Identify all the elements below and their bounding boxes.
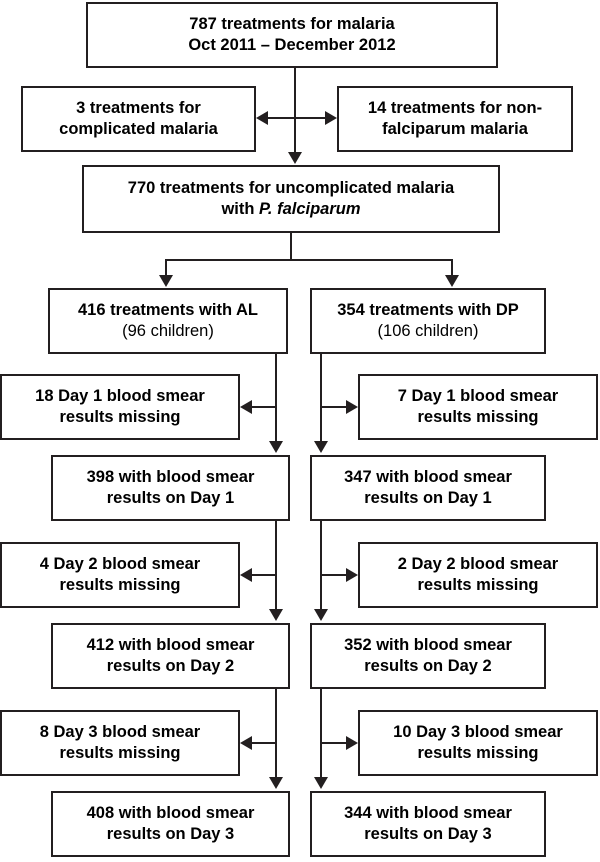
node-al-day2-results: 412 with blood smear results on Day 2 xyxy=(51,623,290,689)
node-dp-day1-results-line2: results on Day 1 xyxy=(364,489,492,507)
connector-al-day1-missing xyxy=(252,406,276,408)
arrow-dp-day3-missing xyxy=(346,736,358,750)
arrow-al-to-day1-results xyxy=(269,441,283,453)
connector-dp-day2-to-day3 xyxy=(320,689,322,785)
connector-al-day3-missing xyxy=(252,742,276,744)
connector-al-day1-to-day2 xyxy=(275,521,277,617)
arrow-dp-to-day2-results xyxy=(314,609,328,621)
node-dp-day2-missing-line2: results missing xyxy=(417,576,539,594)
connector-split-to-al xyxy=(165,259,167,277)
node-dp-day1-missing-line2: results missing xyxy=(417,408,539,426)
node-complicated-malaria-line1: 3 treatments for xyxy=(76,99,201,118)
arrow-al-day3-missing xyxy=(240,736,252,750)
arrow-total-to-uncomplicated xyxy=(288,152,302,164)
node-al-day1-results-line1: 398 with blood smear xyxy=(86,468,255,487)
node-dp-day3-results-line1: 344 with blood smear xyxy=(344,804,512,823)
node-non-falciparum-malaria-line1: 14 treatments for non- xyxy=(367,99,543,118)
node-al-day3-results-line1: 408 with blood smear xyxy=(86,804,255,823)
connector-uncomplicated-stem xyxy=(290,233,292,261)
node-al-day1-missing-line1: 18 Day 1 blood smear xyxy=(35,387,205,406)
node-al-day2-results-line1: 412 with blood smear xyxy=(86,636,255,655)
connector-dp-arm-to-day1 xyxy=(320,354,322,450)
node-dp-day3-results: 344 with blood smear results on Day 3 xyxy=(310,791,546,857)
node-dp-day1-missing: 7 Day 1 blood smear results missing xyxy=(358,374,598,440)
node-al-day1-results: 398 with blood smear results on Day 1 xyxy=(51,455,290,521)
connector-exclusions-horizontal xyxy=(268,117,330,119)
node-al-arm: 416 treatments with AL (96 children) xyxy=(48,288,288,354)
node-dp-day1-results-line1: 347 with blood smear xyxy=(344,468,512,487)
arrow-to-non-falciparum-malaria xyxy=(325,111,337,125)
node-al-arm-line2: (96 children) xyxy=(122,322,214,340)
node-al-day3-results-line2: results on Day 3 xyxy=(106,825,235,843)
node-al-day3-missing: 8 Day 3 blood smear results missing xyxy=(0,710,240,776)
node-dp-day2-results-line2: results on Day 2 xyxy=(364,657,492,675)
connector-dp-day1-to-day2 xyxy=(320,521,322,617)
node-dp-day3-missing: 10 Day 3 blood smear results missing xyxy=(358,710,598,776)
arrow-to-al-arm xyxy=(159,275,173,287)
node-complicated-malaria: 3 treatments for complicated malaria xyxy=(21,86,256,152)
node-al-day2-missing: 4 Day 2 blood smear results missing xyxy=(0,542,240,608)
node-dp-day1-missing-line1: 7 Day 1 blood smear xyxy=(397,387,559,406)
node-dp-day2-missing-line1: 2 Day 2 blood smear xyxy=(397,555,559,574)
node-dp-day3-missing-line1: 10 Day 3 blood smear xyxy=(393,723,563,742)
connector-dp-day3-missing xyxy=(322,742,346,744)
node-total-treatments: 787 treatments for malaria Oct 2011 – De… xyxy=(86,2,498,68)
arrow-dp-day1-missing xyxy=(346,400,358,414)
node-non-falciparum-malaria: 14 treatments for non- falciparum malari… xyxy=(337,86,573,152)
arrow-dp-to-day3-results xyxy=(314,777,328,789)
node-dp-day3-results-line2: results on Day 3 xyxy=(364,825,492,843)
node-dp-day1-results: 347 with blood smear results on Day 1 xyxy=(310,455,546,521)
node-al-day2-missing-line1: 4 Day 2 blood smear xyxy=(39,555,201,574)
connector-total-to-uncomplicated xyxy=(294,68,296,153)
node-dp-arm-line2: (106 children) xyxy=(377,322,479,340)
node-al-arm-line1: 416 treatments with AL xyxy=(77,301,259,320)
node-non-falciparum-malaria-line2: falciparum malaria xyxy=(382,120,528,138)
node-al-day1-missing: 18 Day 1 blood smear results missing xyxy=(0,374,240,440)
node-dp-day2-results-line1: 352 with blood smear xyxy=(344,636,512,655)
connector-split-to-dp xyxy=(451,259,453,277)
node-total-treatments-line1: 787 treatments for malaria xyxy=(189,15,395,34)
node-uncomplicated-falciparum: 770 treatments for uncomplicated malaria… xyxy=(82,165,500,233)
connector-al-day2-missing xyxy=(252,574,276,576)
arrow-dp-day2-missing xyxy=(346,568,358,582)
node-dp-arm-line1: 354 treatments with DP xyxy=(337,301,519,320)
node-al-day3-missing-line2: results missing xyxy=(59,744,181,762)
node-al-day1-results-line2: results on Day 1 xyxy=(106,489,235,507)
connector-al-arm-to-day1 xyxy=(275,354,277,450)
node-al-day1-missing-line2: results missing xyxy=(59,408,181,426)
node-dp-day2-results: 352 with blood smear results on Day 2 xyxy=(310,623,546,689)
arrow-dp-to-day1-results xyxy=(314,441,328,453)
arrow-al-day1-missing xyxy=(240,400,252,414)
arrow-to-dp-arm xyxy=(445,275,459,287)
node-uncomplicated-falciparum-line1: 770 treatments for uncomplicated malaria xyxy=(127,179,455,198)
node-al-day3-missing-line1: 8 Day 3 blood smear xyxy=(39,723,201,742)
node-al-day2-missing-line2: results missing xyxy=(59,576,181,594)
connector-dp-day1-missing xyxy=(322,406,346,408)
connector-al-day2-to-day3 xyxy=(275,689,277,785)
arrow-al-to-day3-results xyxy=(269,777,283,789)
node-dp-day3-missing-line2: results missing xyxy=(417,744,539,762)
node-uncomplicated-species: P. falciparum xyxy=(259,200,361,218)
node-uncomplicated-falciparum-line2: with P. falciparum xyxy=(221,199,360,220)
arrow-al-to-day2-results xyxy=(269,609,283,621)
node-dp-arm: 354 treatments with DP (106 children) xyxy=(310,288,546,354)
node-total-treatments-line2: Oct 2011 – December 2012 xyxy=(188,36,396,54)
connector-arm-split-horizontal xyxy=(165,259,453,261)
connector-dp-day2-missing xyxy=(322,574,346,576)
arrow-to-complicated-malaria xyxy=(256,111,268,125)
node-complicated-malaria-line2: complicated malaria xyxy=(59,120,218,138)
node-al-day3-results: 408 with blood smear results on Day 3 xyxy=(51,791,290,857)
node-uncomplicated-prefix: with xyxy=(221,200,260,218)
node-al-day2-results-line2: results on Day 2 xyxy=(106,657,235,675)
node-dp-day2-missing: 2 Day 2 blood smear results missing xyxy=(358,542,598,608)
arrow-al-day2-missing xyxy=(240,568,252,582)
